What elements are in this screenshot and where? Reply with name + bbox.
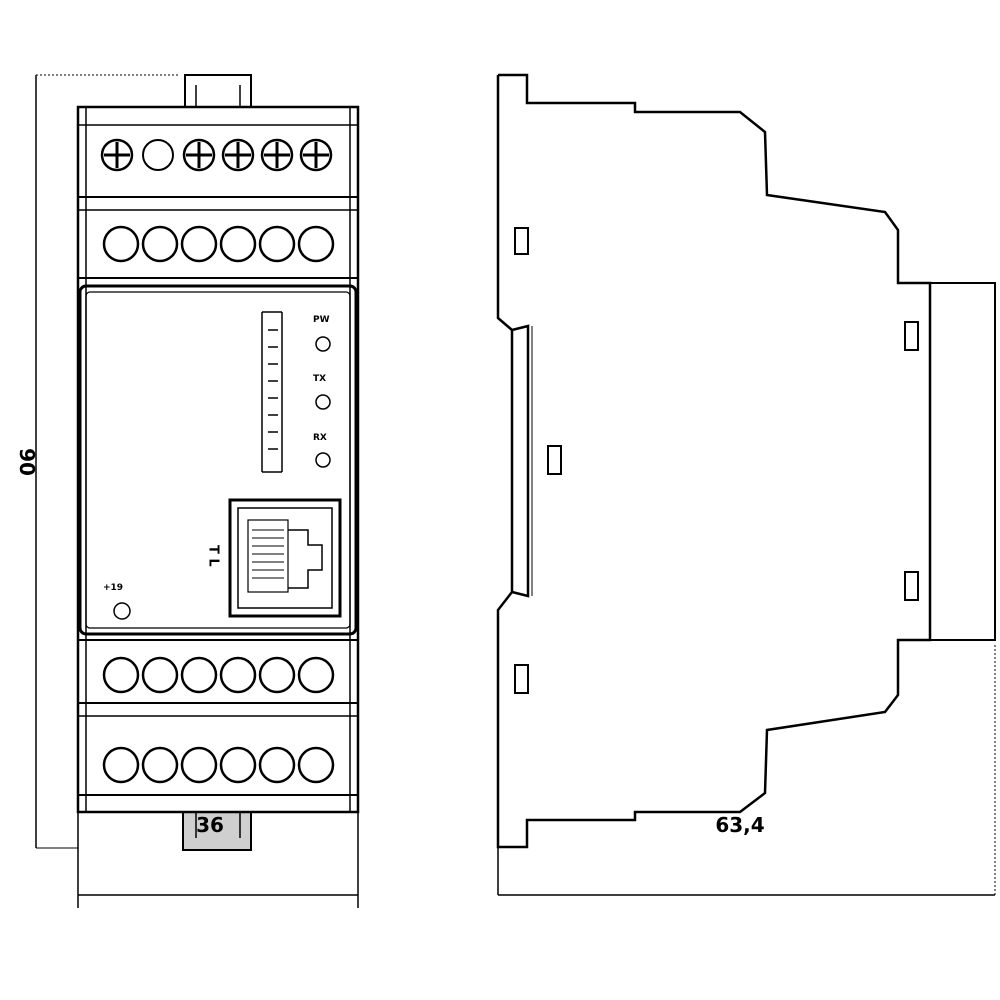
wire-entry — [180, 225, 218, 263]
housing-outline — [76, 105, 360, 814]
led-rx-label: RX — [313, 433, 327, 443]
wire-entry — [141, 656, 179, 694]
side-housing-outline — [496, 73, 932, 849]
button-label: +19 — [103, 583, 123, 593]
vent-slot — [514, 227, 529, 255]
side-view — [496, 73, 996, 896]
ethernet-port — [228, 498, 342, 618]
screw-terminal-1 — [100, 138, 134, 172]
din-rail-channel — [511, 324, 530, 598]
led-tx-indicator — [315, 394, 331, 410]
ethernet-label: T L — [206, 545, 221, 567]
width-dimension-label: 36 — [196, 813, 224, 837]
led-pw-label: PW — [313, 315, 330, 325]
dip-switch — [261, 311, 283, 473]
vent-slot — [904, 571, 919, 601]
lower-wire-entries-1 — [102, 656, 335, 694]
led-rx-indicator — [315, 452, 331, 468]
setup-button — [113, 602, 131, 620]
wire-entry — [102, 225, 140, 263]
wire-entry — [258, 656, 296, 694]
height-dimension-label: 90 — [15, 448, 39, 476]
wire-entry — [297, 746, 335, 784]
wire-entry — [297, 225, 335, 263]
led-tx-label: TX — [313, 374, 326, 384]
vent-slot — [514, 664, 529, 694]
front-panel — [78, 284, 358, 636]
wire-entry — [102, 746, 140, 784]
screw-terminal-3 — [182, 138, 216, 172]
wire-entry — [258, 746, 296, 784]
screw-terminal-6 — [299, 138, 333, 172]
wire-entry — [141, 746, 179, 784]
upper-wire-entries — [102, 225, 335, 263]
wire-entry — [297, 656, 335, 694]
screw-terminal-4 — [221, 138, 255, 172]
led-pw-indicator — [315, 336, 331, 352]
wire-entry — [180, 746, 218, 784]
depth-dimension-label: 63,4 — [715, 813, 764, 837]
vent-slot — [547, 445, 562, 475]
screw-terminal-5 — [260, 138, 294, 172]
lower-wire-entries-2 — [102, 746, 335, 784]
status-leds — [315, 336, 331, 468]
screw-terminal-2 — [142, 139, 174, 171]
top-screw-terminals — [100, 138, 333, 172]
wire-entry — [219, 656, 257, 694]
wire-entry — [219, 225, 257, 263]
wire-entry — [180, 656, 218, 694]
side-rear-plate — [929, 282, 996, 641]
vent-slot — [904, 321, 919, 351]
wire-entry — [258, 225, 296, 263]
wire-entry — [102, 656, 140, 694]
wire-entry — [219, 746, 257, 784]
wire-entry — [141, 225, 179, 263]
front-view — [35, 74, 360, 908]
top-din-clip — [184, 74, 252, 108]
